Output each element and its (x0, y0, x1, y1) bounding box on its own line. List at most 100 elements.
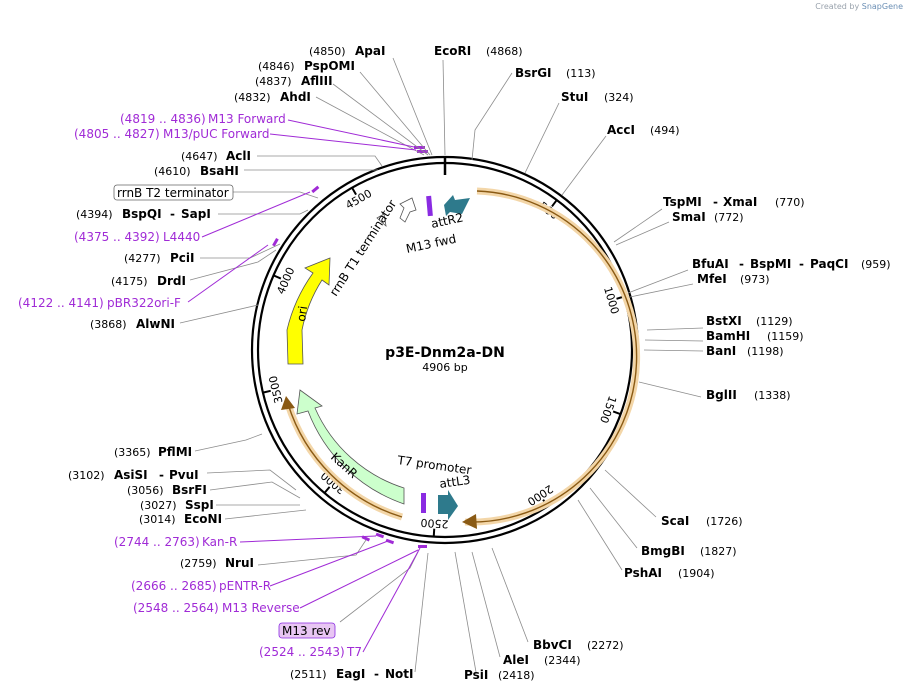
rrnb-t2-box: rrnB T2 terminator (113, 184, 234, 201)
bspmi-name: BspMI (750, 257, 791, 271)
paqci-pos: (959) (861, 258, 891, 271)
econi-pos: (3014) (139, 513, 176, 526)
xmai-pos: (770) (775, 196, 805, 209)
bani-pos: (1198) (747, 345, 784, 358)
rrnb-t1-feature: rrnB T1 terminator (327, 197, 417, 299)
bmgbi-pos: (1827) (700, 545, 737, 558)
eagi-sep: - (374, 667, 379, 681)
pshai-name: PshAI (624, 566, 662, 580)
m13puc-name: M13/pUC Forward (163, 127, 270, 141)
t7-range: (2524 .. 2543) (259, 645, 345, 659)
attr2-feature: attR2 (430, 195, 470, 231)
bspqi-sep: - (170, 207, 175, 221)
tick-label-1000: 1000 (601, 285, 621, 316)
ecori-name: EcoRI (434, 44, 471, 58)
tick-mark-4500 (351, 187, 357, 196)
bglii-name: BglII (706, 388, 737, 402)
tick-mark-500 (551, 199, 558, 208)
bamhi-name: BamHI (706, 329, 750, 343)
tick-label-3500: 3500 (267, 374, 286, 404)
apai-pos: (4850) (309, 45, 346, 58)
afliii-name: AflIII (301, 74, 333, 88)
bglii-pos: (1338) (754, 389, 791, 402)
kanr-feature: KanR (296, 389, 405, 505)
tick-mark-3000 (323, 486, 331, 494)
rrnb-t2-label: rrnB T2 terminator (117, 186, 229, 200)
ahdi-name: AhdI (280, 90, 311, 104)
tspmi-name: TspMI (663, 195, 702, 209)
primer-leader-lines (187, 119, 421, 653)
bani-name: BanI (706, 344, 736, 358)
bstxi-pos: (1129) (756, 315, 793, 328)
snapgene-credit: Created by SnapGene (815, 2, 903, 11)
plasmid-name: p3E-Dnm2a-DN (385, 345, 505, 361)
alwni-name: AlwNI (136, 317, 175, 331)
acci-name: AccI (607, 123, 635, 137)
nrui-name: NruI (225, 556, 254, 570)
bsahi-pos: (4610) (154, 165, 191, 178)
orf-arc (281, 187, 641, 529)
econi-name: EcoNI (184, 512, 222, 526)
tick-label-1500: 1500 (597, 394, 619, 425)
attl3-label: attL3 (438, 473, 471, 491)
bmgbi-name: BmgBI (641, 544, 685, 558)
xmai-name: XmaI (723, 195, 757, 209)
bsrfi-pos: (3056) (127, 484, 164, 497)
pvui-name: PvuI (169, 468, 199, 482)
stui-pos: (324) (604, 91, 634, 104)
m13fwd-label: M13 fwd (405, 232, 458, 256)
primer-labels: (4819 .. 4836) M13 Forward (4805 .. 4827… (18, 112, 362, 659)
psii-pos: (2418) (498, 669, 535, 682)
acci-pos: (494) (650, 124, 680, 137)
tick-label-4000: 4000 (274, 265, 297, 296)
sspi-name: SspI (185, 498, 214, 512)
m13-forward-range: (4819 .. 4836) (120, 112, 206, 126)
ahdi-pos: (4832) (234, 91, 271, 104)
paqci-name: PaqCI (810, 257, 848, 271)
bsahi-name: BsaHI (200, 164, 239, 178)
pspomi-name: PspOMI (304, 59, 355, 73)
m13-reverse-name: M13 Reverse (222, 601, 300, 615)
asisi-sep: - (159, 468, 164, 482)
bsrfi-name: BsrFI (172, 483, 207, 497)
alwni-pos: (3868) (90, 318, 127, 331)
bfuai-sep: - (739, 257, 744, 271)
mfei-name: MfeI (697, 272, 727, 286)
tick-mark-4000 (273, 274, 282, 280)
acli-pos: (4647) (181, 150, 218, 163)
bsrgi-name: BsrGI (515, 66, 552, 80)
site-labels: (4850) ApaI EcoRI (4868) (4846) PspOMI (… (68, 44, 891, 682)
m13-reverse-range: (2548 .. 2564) (133, 601, 219, 615)
t7-attl3-feature: T7 promoter attL3 (396, 453, 472, 520)
psii-name: PsiI (464, 668, 488, 682)
pentr-range: (2666 .. 2685) (131, 579, 217, 593)
plasmid-length: 4906 bp (422, 361, 467, 374)
ori-label: ori (294, 305, 310, 322)
mfei-pos: (973) (740, 273, 770, 286)
asisi-pos: (3102) (68, 469, 105, 482)
bamhi-pos: (1159) (767, 330, 804, 343)
pflmi-name: PflMI (158, 445, 192, 459)
tspmi-sep: - (713, 195, 718, 209)
eagi-name: EagI (336, 667, 365, 681)
t7-name: T7 (346, 645, 362, 659)
alei-pos: (2344) (544, 654, 581, 667)
eagi-pos: (2511) (290, 668, 327, 681)
attr2-label: attR2 (430, 210, 465, 231)
credit-prefix: Created by (815, 2, 860, 11)
sapi-name: SapI (181, 207, 211, 221)
pflmi-pos: (3365) (114, 446, 151, 459)
bbvci-pos: (2272) (587, 639, 624, 652)
kanr-primer-range: (2744 .. 2763) (114, 535, 200, 549)
ori-feature: ori (286, 257, 331, 365)
pcii-pos: (4277) (124, 252, 161, 265)
l4440-name: L4440 (163, 230, 200, 244)
tick-mark-3500 (262, 389, 271, 394)
tick-label-2500: 2500 (420, 516, 449, 531)
pbr322-name: pBR322ori-F (107, 296, 181, 310)
ecori-pos: (4868) (486, 45, 523, 58)
acli-name: AclI (226, 149, 251, 163)
scai-pos: (1726) (706, 515, 743, 528)
scai-name: ScaI (661, 514, 689, 528)
